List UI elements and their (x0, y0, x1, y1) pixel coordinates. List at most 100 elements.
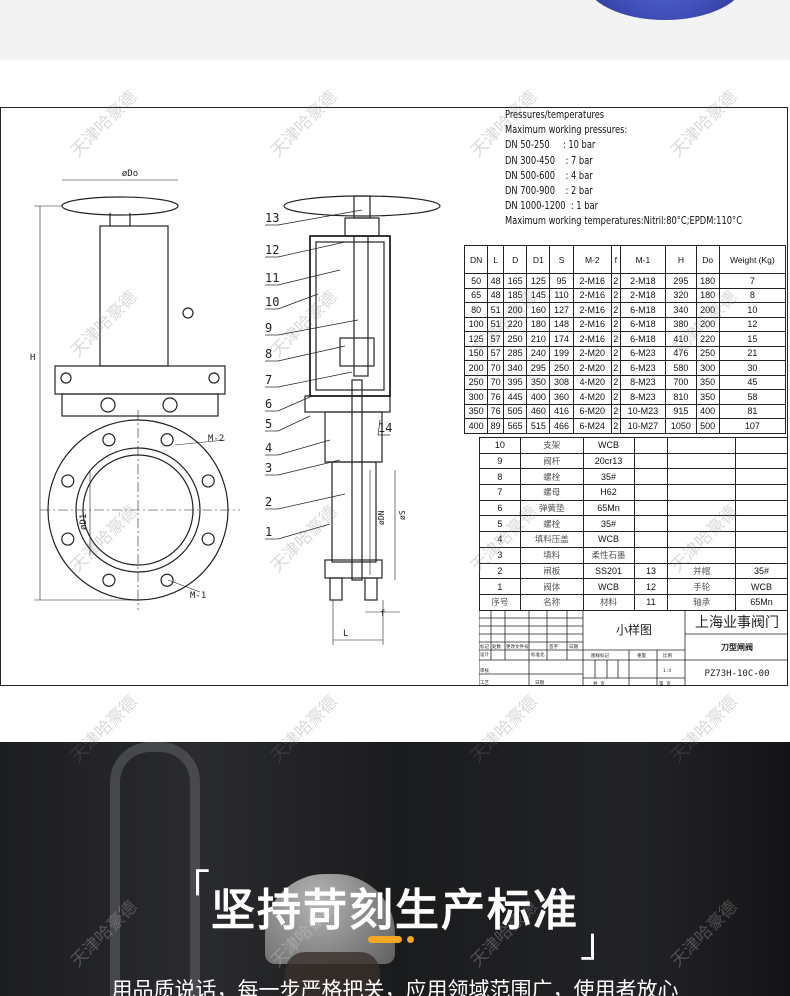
bolt-hole (201, 474, 215, 488)
parts-cell: 支架 (519, 437, 584, 454)
parts-cell (633, 499, 669, 517)
dim-s: øS (398, 510, 407, 520)
spec-cell: 445 (503, 389, 528, 405)
parts-cell: 6 (479, 499, 521, 517)
parts-cell (667, 468, 737, 486)
tb-label: 签字 (549, 643, 558, 650)
banner-subtitle: 用品质说话，每一步严格把关，应用领域范围广，使用者放心 (111, 979, 679, 996)
spec-cell: 350 (695, 374, 720, 390)
spec-cell: 515 (526, 418, 551, 434)
spec-cell: 30 (718, 360, 787, 376)
spec-header-cell: D (503, 245, 528, 274)
spec-cell: 240 (526, 345, 551, 361)
spec-cell: 4-M20 (572, 389, 612, 405)
parts-cell: 弹簧垫 (519, 499, 584, 517)
decorative-blob (585, 0, 745, 20)
spec-cell: 180 (695, 287, 720, 303)
spec-cell: 2 (610, 418, 621, 434)
spec-cell: 460 (526, 403, 551, 419)
pressure-line: DN 700-900 : 2 bar (505, 185, 593, 198)
spec-cell: 70 (487, 360, 505, 376)
tb-label: 日期 (569, 644, 578, 650)
spec-cell: 180 (526, 316, 551, 332)
spec-cell: 8-M23 (619, 389, 667, 405)
tb-label: 日期 (535, 680, 544, 686)
spec-cell: 350 (526, 374, 551, 390)
spec-cell: 2-M16 (572, 316, 612, 332)
spec-cell: 810 (665, 389, 697, 405)
dim-f: f (380, 609, 385, 619)
spec-cell: 350 (463, 403, 489, 419)
spec-cell: 150 (463, 345, 489, 361)
parts-cell: WCB (582, 531, 635, 548)
spec-cell: 107 (718, 418, 787, 434)
spec-cell: 200 (463, 360, 489, 376)
spec-cell: 250 (695, 345, 720, 361)
dim-h: H (30, 353, 35, 363)
spec-cell: 2-M16 (572, 302, 612, 318)
spec-cell: 300 (695, 360, 720, 376)
spec-cell: 380 (665, 316, 697, 332)
spec-header-cell: M-1 (619, 245, 667, 274)
spec-cell: 210 (526, 331, 551, 347)
bracket-open: 「 (170, 867, 210, 913)
tb-label: 图样标记 (591, 652, 609, 659)
spec-cell: 6-M23 (619, 345, 667, 361)
parts-cell: 5 (479, 515, 521, 533)
tb-scale: 1:4 (663, 668, 671, 674)
parts-cell: SS201 (582, 562, 635, 580)
spec-cell: 70 (487, 374, 505, 390)
parts-cell: WCB (582, 437, 635, 454)
parts-cell: 填料压盖 (519, 531, 584, 548)
spec-cell: 200 (695, 316, 720, 332)
pressure-line: Maximum working temperatures:Nitril:80°C… (505, 215, 743, 228)
spec-cell: 2 (610, 273, 621, 289)
parts-cell: 10 (479, 437, 521, 454)
parts-cell (667, 531, 737, 548)
spec-cell: 416 (549, 403, 574, 419)
parts-cell (667, 484, 737, 501)
tb-drawing-name: 小样图 (616, 622, 652, 637)
spec-cell: 6-M18 (619, 302, 667, 318)
spec-cell: 8-M23 (619, 374, 667, 390)
spec-cell: 295 (526, 360, 551, 376)
spec-cell: 6-M24 (572, 418, 612, 434)
parts-cell: 12 (633, 578, 669, 595)
part-label: 13 (265, 211, 279, 225)
worker-helmet (265, 874, 395, 964)
spec-cell: 6-M20 (572, 403, 612, 419)
part-label: 1 (265, 525, 272, 539)
dim-m2: M-2 (208, 434, 224, 444)
spec-cell: 500 (695, 418, 720, 434)
bolt-hole (160, 573, 174, 587)
part-label: 4 (265, 441, 272, 455)
spec-cell: 476 (665, 345, 697, 361)
spec-cell: 350 (695, 389, 720, 405)
spec-cell: 300 (463, 389, 489, 405)
parts-cell: 1 (479, 578, 521, 595)
spec-header-cell: D1 (526, 245, 551, 274)
dim-l: L (343, 629, 348, 639)
pressure-line: Maximum working pressures: (505, 124, 628, 137)
spec-cell: 1050 (665, 418, 697, 434)
spec-cell: 127 (549, 302, 574, 318)
spec-header-cell: f (610, 245, 621, 274)
spec-cell: 2-M16 (572, 331, 612, 347)
spec-cell: 200 (503, 302, 528, 318)
parts-cell: 20cr13 (582, 452, 635, 470)
bolt-hole (102, 573, 116, 587)
part-label: 9 (265, 321, 272, 335)
tb-code: PZ73H-10C-00 (704, 669, 769, 679)
